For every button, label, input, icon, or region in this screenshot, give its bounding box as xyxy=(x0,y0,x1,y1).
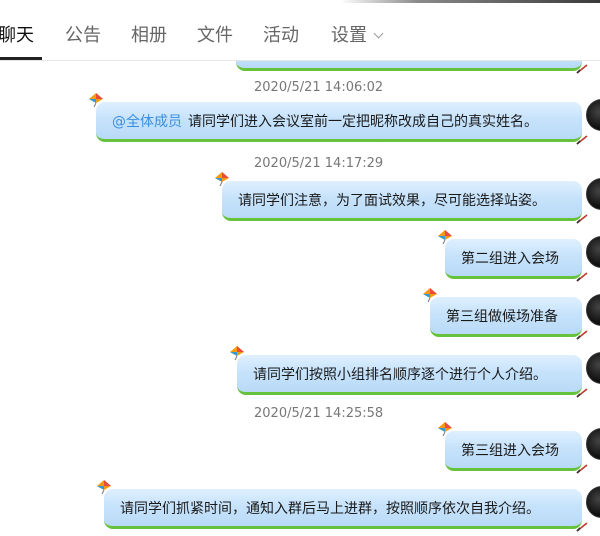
tab-files[interactable]: 文件 xyxy=(197,25,233,46)
message-timestamp: 2020/5/21 14:17:29 xyxy=(254,156,384,171)
message-text: 请同学们抓紧时间，通知入群后马上进群，按照顺序依次自我介绍。 xyxy=(120,500,540,517)
tab-activities[interactable]: 活动 xyxy=(263,25,299,46)
avatar[interactable] xyxy=(586,236,600,268)
pencil-tail-icon xyxy=(576,272,588,282)
pencil-tail-icon xyxy=(576,135,588,145)
partial-message-bubble xyxy=(236,61,588,74)
message-timestamp: 2020/5/21 14:06:02 xyxy=(254,80,384,95)
message-text: 请同学们进入会议室前一定把昵称改成自己的真实姓名。 xyxy=(188,113,538,130)
message-bubble[interactable]: 第三组做候场准备 xyxy=(423,288,588,340)
avatar[interactable] xyxy=(586,294,600,326)
message-bubble[interactable]: 请同学们抓紧时间，通知入群后马上进群，按照顺序依次自我介绍。 xyxy=(97,480,588,532)
message-text: 第三组进入会场 xyxy=(461,442,559,459)
kite-icon xyxy=(89,93,103,107)
pencil-tail-icon xyxy=(576,64,588,74)
pencil-tail-icon xyxy=(576,388,588,398)
kite-icon xyxy=(438,422,452,436)
group-tab-bar: 聊天 公告 相册 文件 活动 设置 xyxy=(0,0,600,61)
message-text: 第三组做候场准备 xyxy=(446,308,558,325)
message-bubble[interactable]: 请同学们注意，为了面试效果，尽可能选择站姿。 xyxy=(215,172,588,224)
kite-icon xyxy=(215,172,229,186)
avatar[interactable] xyxy=(586,352,600,384)
message-text: 请同学们按照小组排名顺序逐个进行个人介绍。 xyxy=(253,366,547,383)
message-text: 请同学们注意，为了面试效果，尽可能选择站姿。 xyxy=(238,192,546,209)
avatar[interactable] xyxy=(586,428,600,460)
pencil-tail-icon xyxy=(576,214,588,224)
chevron-down-icon xyxy=(373,28,384,39)
message-bubble[interactable]: 第二组进入会场 xyxy=(438,230,588,282)
chat-message-list[interactable]: 2020/5/21 14:06:02 @全体成员 请同学们进入会议室前一定把昵称… xyxy=(0,61,600,536)
kite-icon xyxy=(423,288,437,302)
avatar[interactable] xyxy=(586,178,600,210)
tab-album[interactable]: 相册 xyxy=(131,25,167,46)
tab-settings[interactable]: 设置 xyxy=(331,24,384,48)
tab-chat[interactable]: 聊天 xyxy=(0,25,34,46)
active-tab-underline xyxy=(0,57,42,60)
kite-icon xyxy=(97,480,111,494)
pencil-tail-icon xyxy=(576,464,588,474)
message-bubble[interactable]: 请同学们按照小组排名顺序逐个进行个人介绍。 xyxy=(230,346,588,398)
pencil-tail-icon xyxy=(576,522,588,532)
kite-icon xyxy=(230,346,244,360)
pencil-tail-icon xyxy=(576,330,588,340)
top-edge-strip xyxy=(340,0,600,3)
tab-announcements[interactable]: 公告 xyxy=(65,25,101,46)
avatar[interactable] xyxy=(586,486,600,518)
mention-all-members[interactable]: @全体成员 xyxy=(112,113,182,130)
message-bubble[interactable]: 第三组进入会场 xyxy=(438,422,588,474)
kite-icon xyxy=(438,230,452,244)
message-text: 第二组进入会场 xyxy=(461,250,559,267)
avatar[interactable] xyxy=(586,99,600,131)
message-bubble[interactable]: @全体成员 请同学们进入会议室前一定把昵称改成自己的真实姓名。 xyxy=(89,93,588,145)
message-timestamp: 2020/5/21 14:25:58 xyxy=(254,406,384,421)
tab-settings-label: 设置 xyxy=(331,25,367,46)
